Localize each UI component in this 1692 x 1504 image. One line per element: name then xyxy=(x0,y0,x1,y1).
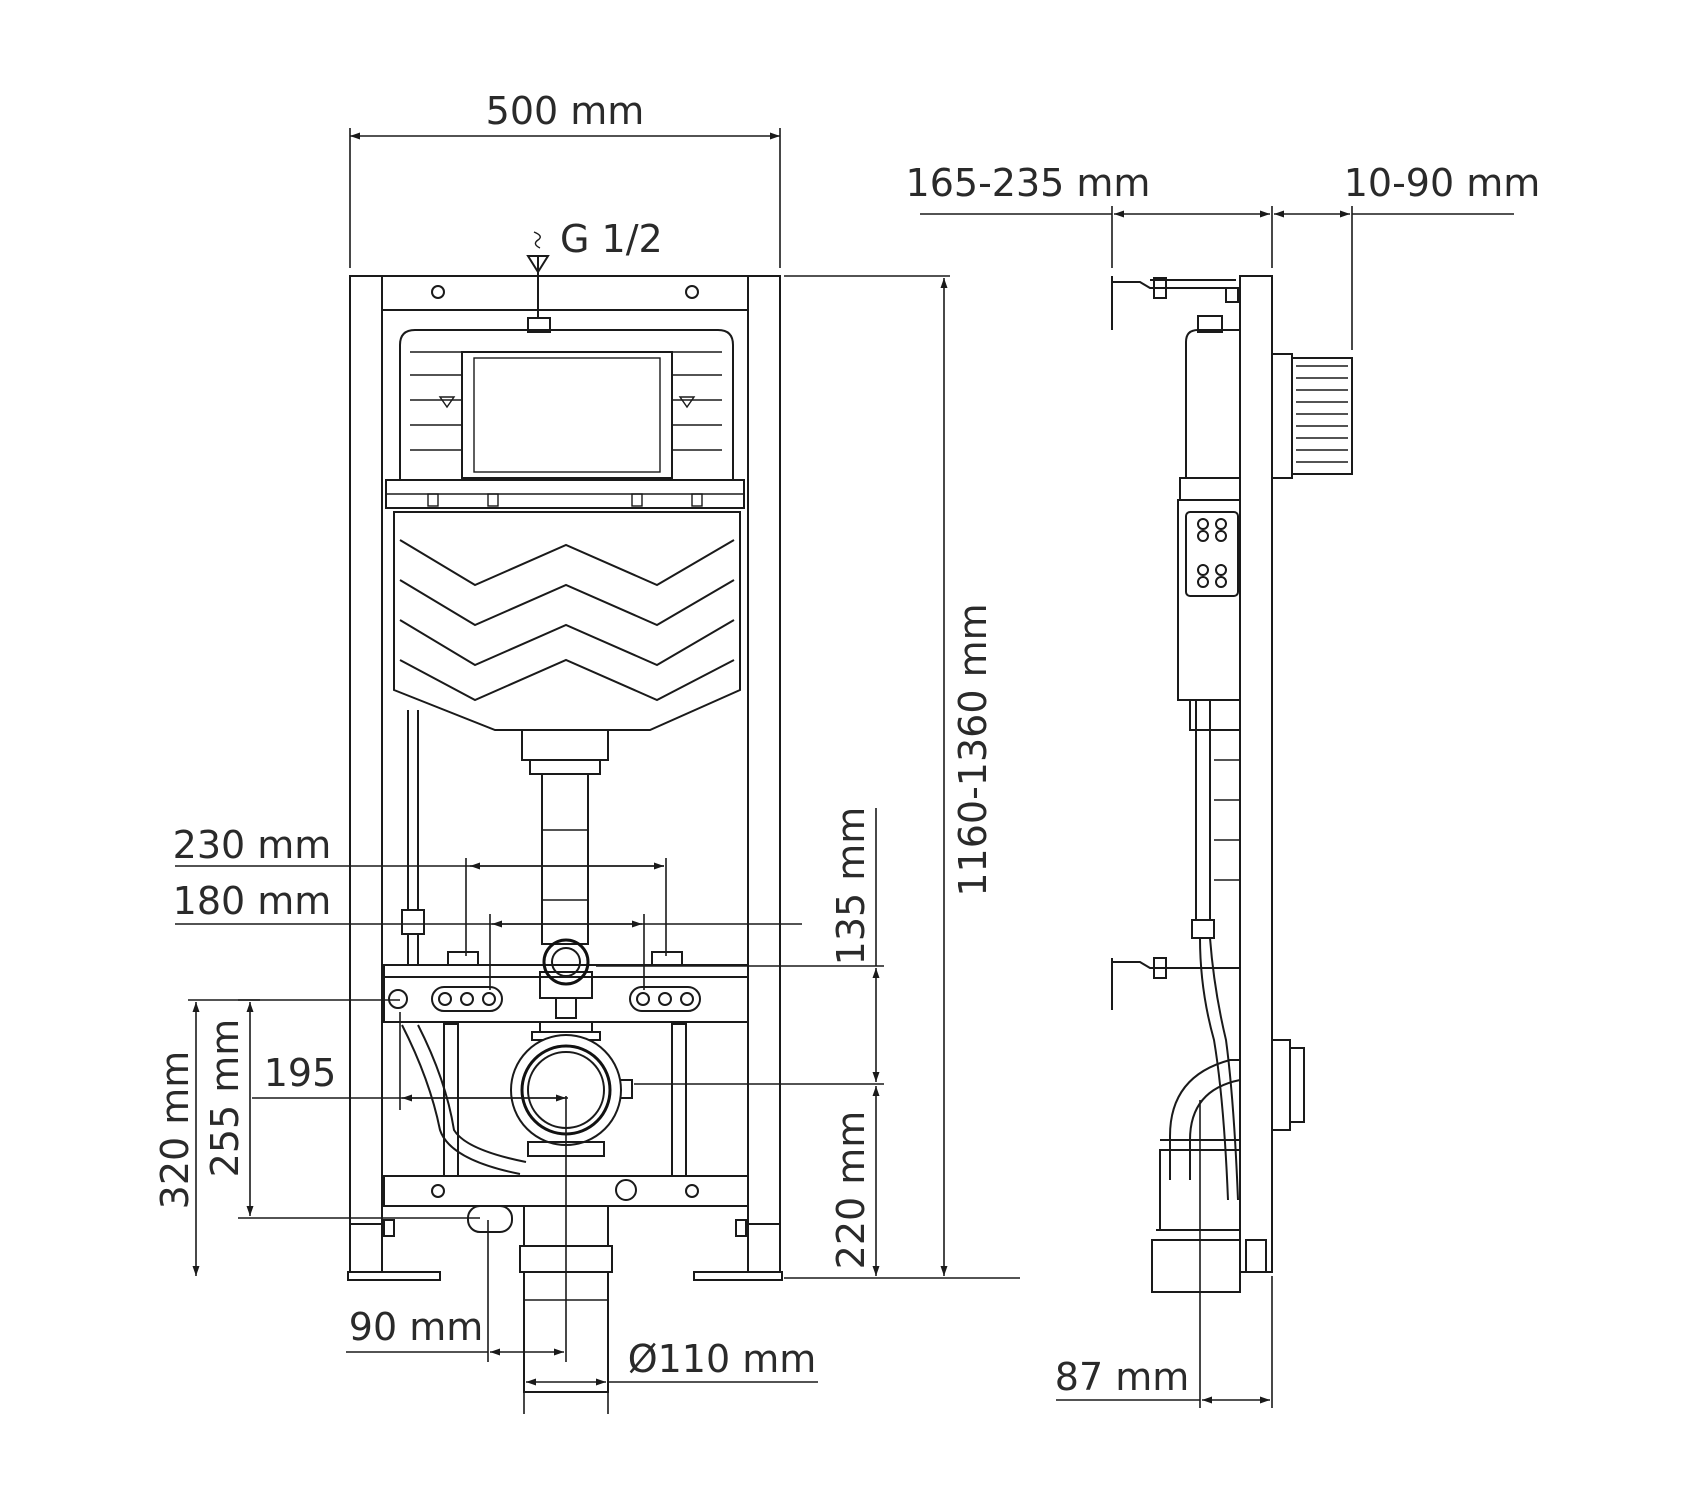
drain-center-height-label: 220 mm xyxy=(829,1111,873,1270)
button-depth-label: 10-90 mm xyxy=(1344,161,1541,205)
cistern-top xyxy=(399,329,734,481)
right-frame-post xyxy=(747,275,781,1225)
right-foot xyxy=(693,1224,783,1281)
drain-diameter-label: Ø110 mm xyxy=(628,1337,817,1381)
cistern-side xyxy=(1185,329,1241,479)
width-dimension-label: 500 mm xyxy=(486,89,645,133)
bolt-spacing-outer-label: 230 mm xyxy=(173,823,332,867)
inlet-connector xyxy=(542,938,590,986)
side-frame-post xyxy=(1239,275,1273,1273)
bolt-height-label: 320 mm xyxy=(153,1051,197,1210)
side-drain-outlet xyxy=(1151,1239,1241,1293)
front-view: 500 mm G 1/2 1160-1360 mm 230 mm 180 mm … xyxy=(153,89,1020,1414)
drain-depth-label: 87 mm xyxy=(1055,1355,1189,1399)
depth-range-label: 165-235 mm xyxy=(906,161,1151,205)
side-valve-block xyxy=(1185,511,1239,597)
height-dimension-label: 1160-1360 mm xyxy=(951,603,995,896)
service-opening xyxy=(461,351,673,479)
side-offset-label: 195 xyxy=(264,1051,337,1095)
side-drain-bend xyxy=(1169,1059,1240,1180)
drain-offset-label: 90 mm xyxy=(349,1305,483,1349)
inlet-pipe-height-label: 135 mm xyxy=(829,807,873,966)
side-view: 165-235 mm 10-90 mm 87 mm xyxy=(906,161,1541,1408)
bottom-pipe-clip xyxy=(467,1205,513,1233)
flush-button-panel xyxy=(1291,357,1353,475)
left-hole xyxy=(388,989,408,1009)
cistern-body xyxy=(393,511,741,731)
water-inlet-label: G 1/2 xyxy=(560,217,663,261)
bolt-spacing-inner-label: 180 mm xyxy=(173,879,332,923)
left-foot xyxy=(347,1224,441,1281)
flush-pipe xyxy=(541,773,589,945)
left-frame-post xyxy=(349,275,383,1225)
top-rail xyxy=(381,275,749,311)
lower-bolt-height-label: 255 mm xyxy=(203,1019,247,1178)
